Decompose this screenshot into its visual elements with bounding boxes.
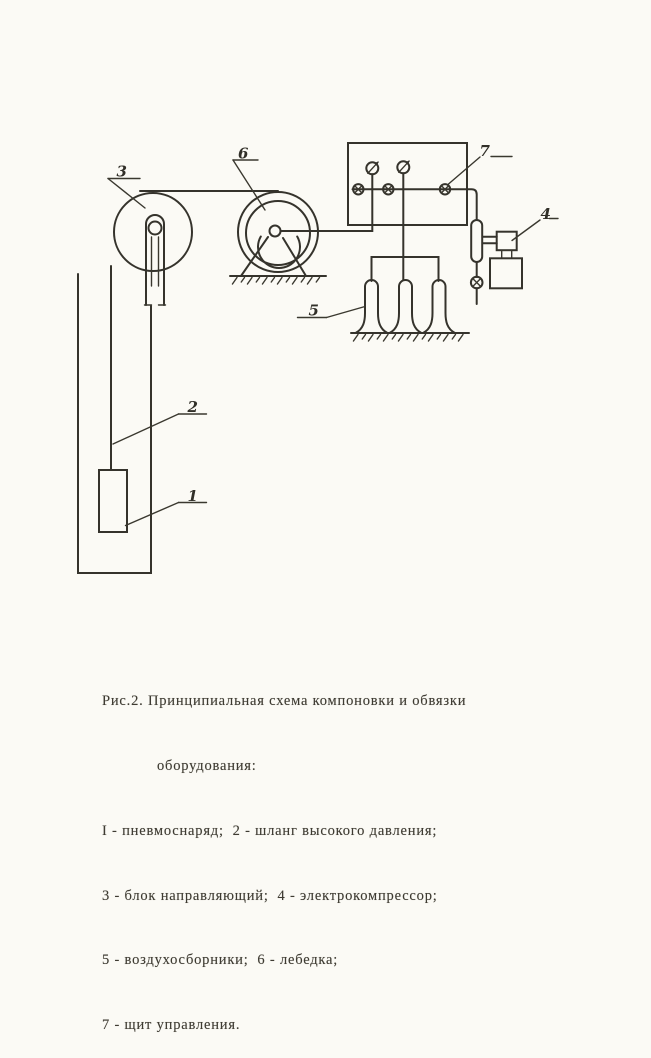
valve-icon — [469, 275, 484, 290]
receiver-manifold — [370, 256, 440, 282]
block-axle-icon — [147, 220, 163, 236]
caption-line: оборудования: — [157, 757, 257, 774]
caption-line: 7 - щит управления. — [102, 1017, 241, 1034]
winch — [229, 191, 327, 285]
caption-line: 5 - воздухосборники; 6 - лебедка; — [102, 952, 339, 969]
scanned-page: 3 6 7 4 5 2 1 Рис.2. Принципиальная схем… — [77, 142, 559, 1033]
label-5: 5 — [296, 302, 366, 320]
valve-icon — [352, 183, 365, 196]
valve-icon — [382, 183, 395, 196]
panel-outlet-line — [351, 188, 478, 221]
ground-hatching — [352, 333, 464, 342]
label-4: 4 — [511, 205, 559, 242]
label-2: 2 — [112, 398, 208, 445]
label-1: 1 — [124, 487, 208, 527]
svg-text:2: 2 — [187, 398, 198, 416]
figure-caption: Рис.2. Принципиальная схема компоновки и… — [102, 648, 522, 1058]
svg-text:3: 3 — [117, 163, 127, 181]
svg-text:4: 4 — [541, 205, 551, 223]
svg-text:5: 5 — [309, 302, 319, 320]
pneumatic-device — [98, 469, 128, 533]
winch-to-panel-line — [280, 173, 374, 232]
receiver-vessel — [354, 279, 389, 334]
label-3: 3 — [107, 163, 146, 209]
schematic-drawing: 3 6 7 4 5 2 1 — [77, 142, 559, 574]
well-outline — [77, 273, 152, 574]
compressor — [489, 230, 523, 290]
filter-capsule — [469, 219, 498, 305]
valve-icon — [438, 183, 452, 196]
compressor-head — [495, 230, 518, 252]
air-receivers — [350, 256, 470, 342]
pressure-gauge-icon — [396, 160, 411, 175]
caption-line: Рис.2. Принципиальная схема компоновки и… — [102, 693, 467, 710]
ground-hatching — [231, 276, 321, 285]
label-7: 7 — [447, 142, 513, 185]
svg-text:7: 7 — [480, 142, 491, 160]
guide-block — [113, 192, 193, 306]
compressor-body — [489, 257, 523, 290]
receiver-vessel — [388, 279, 423, 334]
caption-line: I - пневмоснаряд; 2 - шланг высокого дав… — [102, 822, 438, 839]
svg-text:1: 1 — [188, 487, 198, 505]
pressure-gauge-icon — [365, 161, 380, 176]
caption-line: 3 - блок направляющий; 4 - электрокомпре… — [102, 887, 438, 904]
compressor-neck — [501, 249, 513, 259]
receiver-vessel — [422, 279, 456, 334]
control-panel — [347, 142, 478, 281]
svg-text:6: 6 — [238, 145, 249, 163]
winch-axle-icon — [268, 224, 282, 238]
label-6: 6 — [232, 145, 266, 211]
